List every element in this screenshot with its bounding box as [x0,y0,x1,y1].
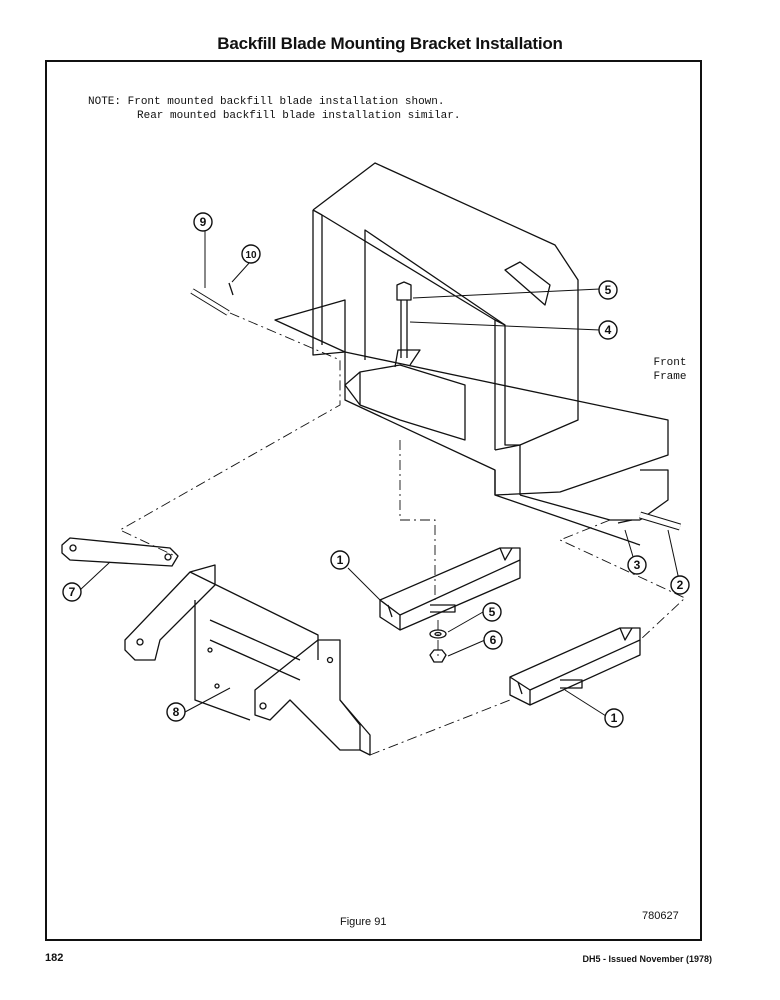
installation-note: NOTE: Front mounted backfill blade insta… [88,95,460,123]
frame-corner [639,469,669,521]
frame-lower-edge [494,470,641,546]
callout-6 [483,630,503,650]
frame-plate-left [274,299,346,353]
housing-inner-top [312,209,506,326]
callout-label: 1 [611,711,618,725]
issue-info: DH5 - Issued November (1978) [582,954,712,964]
alignment-line-right [558,519,686,641]
bracket-left-plate [124,564,216,661]
callout-7 [62,582,82,602]
clip-10 [228,282,234,296]
callout-4 [598,320,618,340]
callout-label: 4 [605,323,612,337]
callout-1-center [330,550,350,570]
callout-1-right [604,708,624,728]
callout-5-upper [598,280,618,300]
drawing-code: 780627 [642,910,679,922]
upper-arm-center [379,547,521,616]
callout-label: 5 [489,605,496,619]
lower-arm-right [509,627,641,691]
housing-left-edge [312,210,346,356]
page-title: Backfill Blade Mounting Bracket Installa… [217,34,563,53]
callout-5-lower [482,602,502,622]
housing-outer [312,162,579,446]
bolt-shank [400,300,408,358]
alignment-line-left [119,312,341,557]
alignment-line-bottom [369,699,511,756]
callout-label: 5 [605,283,612,297]
callout-9 [193,212,213,232]
note-label: NOTE: [88,96,122,108]
front-frame-label-line-2: Frame [653,371,687,383]
nut-6 [429,649,447,663]
frame-plate [344,351,669,496]
callout-label: 6 [490,633,497,647]
callout-label: 2 [677,578,684,592]
callout-8 [166,702,186,722]
callout-label: 7 [69,585,76,599]
note-line-2: Rear mounted backfill blade installation… [137,110,461,122]
callout-10 [241,244,261,264]
callout-label: 3 [634,558,641,572]
front-frame-label: Front Frame [645,356,695,384]
callout-label: 8 [173,705,180,719]
mount-block [344,364,466,441]
note-line-1: Front mounted backfill blade installatio… [127,96,445,108]
callout-2 [670,575,690,595]
frame-bracket [494,444,521,495]
page-number: 182 [45,952,64,964]
figure-frame [45,60,702,941]
front-frame-label-line-1: Front [653,357,687,369]
figure-caption: Figure 91 [340,916,387,928]
bracket-right-plate [254,639,361,751]
link-bar-7 [61,537,179,567]
frame-side [519,494,640,521]
callout-label: 9 [200,215,207,229]
callout-label: 10 [245,250,257,261]
housing-slot [504,261,551,306]
clip-3 [617,519,633,524]
callout-label: 1 [337,553,344,567]
alignment-line-center [399,440,439,660]
callout-3 [627,555,647,575]
bolt-head [396,281,412,301]
